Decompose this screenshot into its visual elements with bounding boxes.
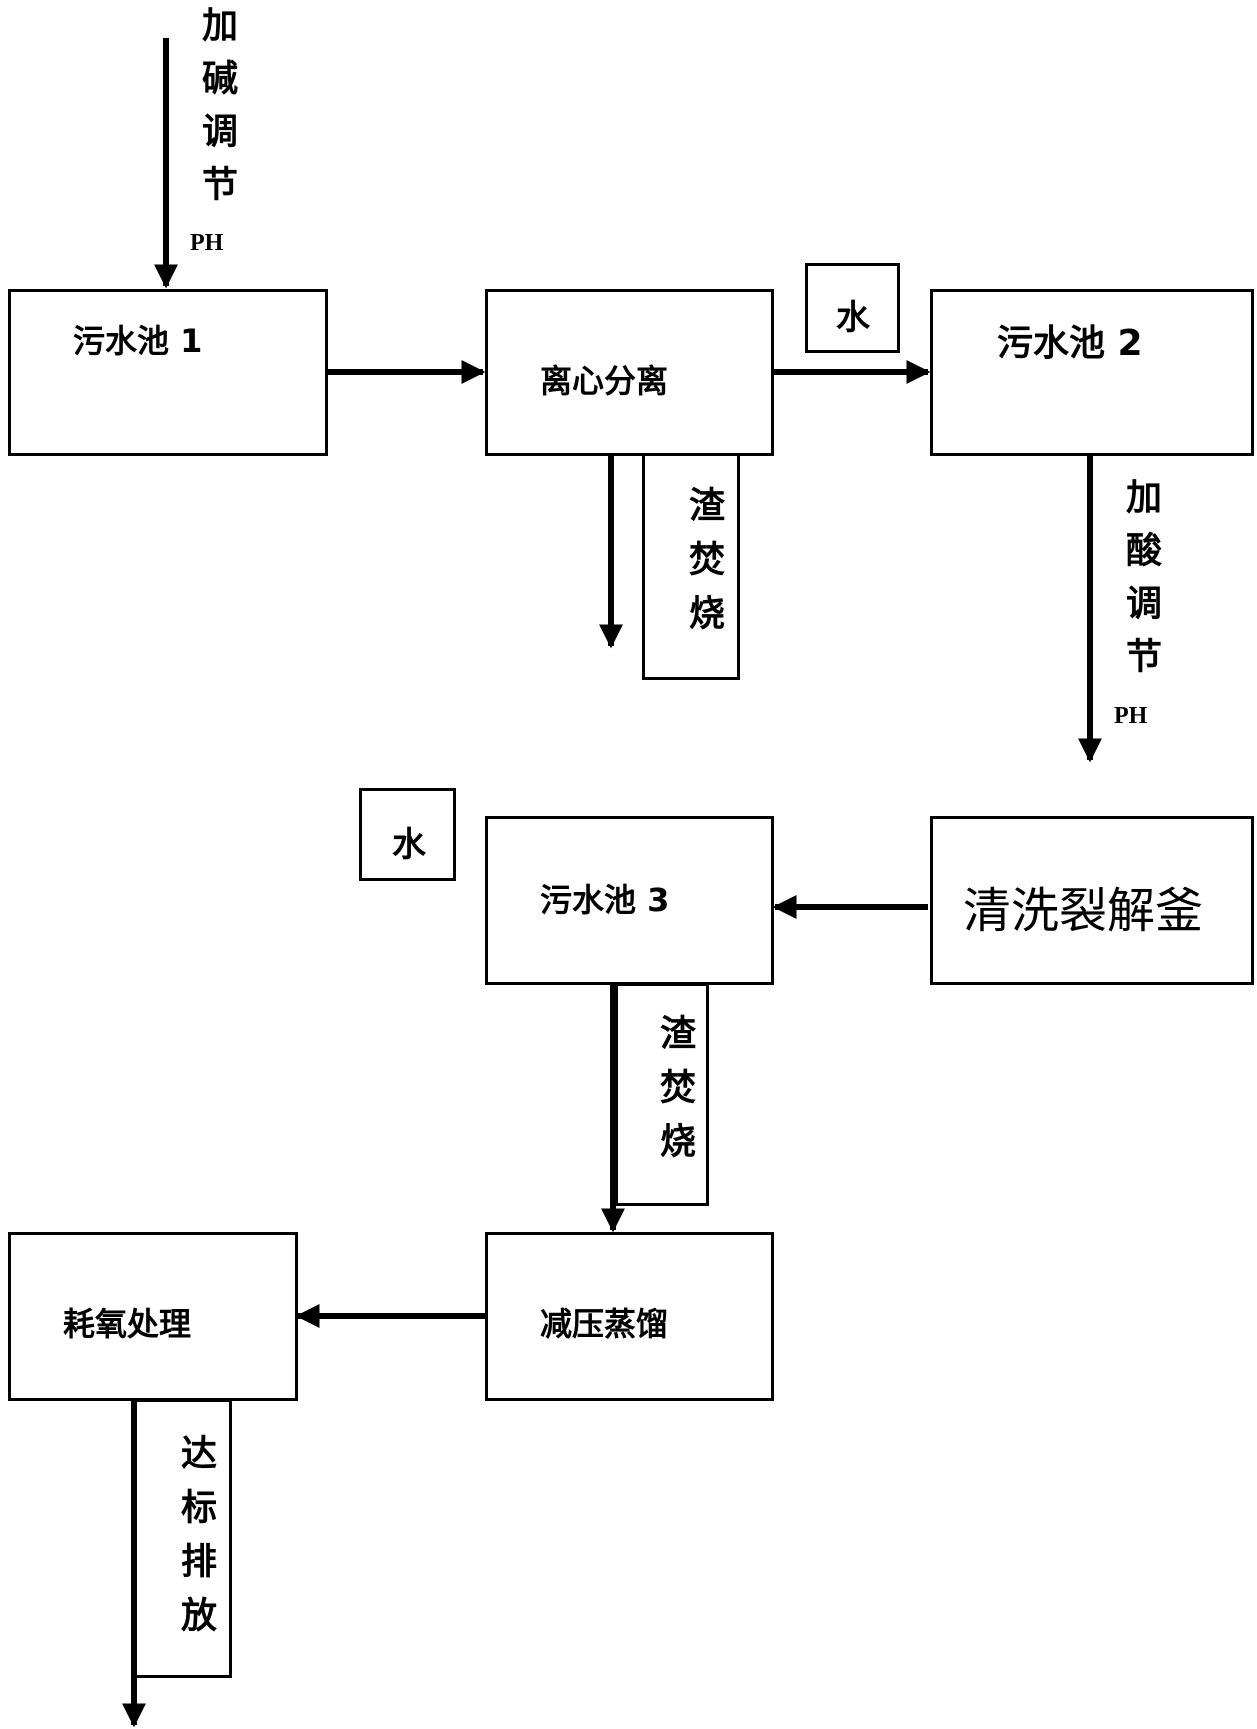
node-vacuum-distill-label: 减压蒸馏: [540, 1305, 669, 1343]
node-pool2-label: 污水池 2: [997, 323, 1143, 364]
node-pool1: 污水池 1: [8, 289, 328, 456]
node-pool3: 污水池 3: [485, 816, 774, 985]
label-water-mid: 水: [359, 788, 456, 881]
node-vacuum-distill: 减压蒸馏: [485, 1232, 774, 1401]
label-discharge-text: 达标排放: [175, 1434, 216, 1650]
label-water-mid-text: 水: [392, 825, 426, 865]
label-residue-burn-2: 渣焚烧: [615, 983, 709, 1206]
node-pool2: 污水池 2: [930, 289, 1254, 456]
node-aerobic-label: 耗氧处理: [63, 1305, 192, 1343]
node-cleaning-kettle: 清洗裂解釜: [930, 816, 1254, 985]
node-aerobic: 耗氧处理: [8, 1232, 298, 1401]
label-residue-burn-1: 渣焚烧: [642, 453, 740, 680]
node-centrifuge: 离心分离: [485, 289, 774, 456]
label-discharge: 达标排放: [134, 1399, 232, 1678]
node-cleaning-kettle-label: 清洗裂解釜: [963, 883, 1204, 939]
node-centrifuge-label: 离心分离: [540, 362, 669, 400]
label-residue-burn-2-text: 渣焚烧: [654, 1014, 695, 1176]
label-add-acid: 加酸调节: [1120, 478, 1161, 690]
label-add-acid-ph: PH: [1114, 703, 1148, 729]
label-residue-burn-1-text: 渣焚烧: [683, 486, 724, 648]
label-add-alkali: 加碱调节: [196, 6, 237, 218]
label-water-top: 水: [805, 263, 900, 353]
label-add-alkali-ph: PH: [190, 230, 224, 256]
label-water-top-text: 水: [836, 298, 870, 338]
node-pool3-label: 污水池 3: [540, 881, 670, 919]
node-pool1-label: 污水池 1: [73, 322, 203, 360]
